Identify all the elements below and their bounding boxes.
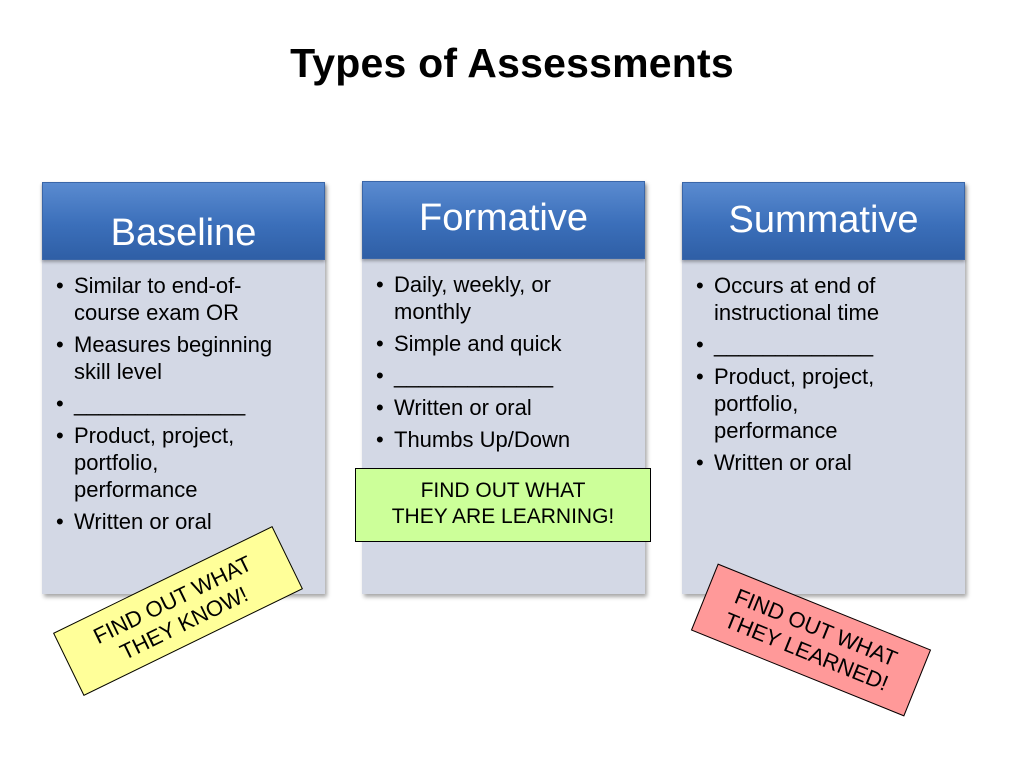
summative-header-label: Summative bbox=[728, 199, 919, 241]
bullet-icon: • bbox=[376, 331, 384, 356]
bullet-icon: • bbox=[376, 363, 384, 388]
formative-header: Formative bbox=[362, 181, 645, 259]
bullet-icon: • bbox=[696, 332, 704, 357]
list-item: •_____________ bbox=[376, 363, 554, 388]
bullet-icon: • bbox=[696, 450, 704, 475]
formative-header-label: Formative bbox=[419, 197, 588, 239]
bullet-icon: • bbox=[376, 272, 384, 297]
bullet-icon: • bbox=[696, 273, 704, 298]
bullet-icon: • bbox=[56, 273, 64, 298]
summative-list: •Occurs at end of instructional time •__… bbox=[696, 272, 957, 481]
baseline-header-label: Baseline bbox=[110, 212, 257, 254]
list-item: •_____________ bbox=[696, 332, 874, 357]
list-item: •Thumbs Up/Down bbox=[376, 427, 571, 452]
list-item: •Written or oral bbox=[376, 395, 532, 420]
list-item: •Written or oral bbox=[696, 450, 852, 475]
bullet-icon: • bbox=[696, 364, 704, 389]
summative-column: Summative •Occurs at end of instructiona… bbox=[682, 182, 965, 594]
formative-callout-line2: THEY ARE LEARNING! bbox=[391, 505, 615, 528]
baseline-list: •Similar to end-of-course exam OR •Measu… bbox=[56, 272, 317, 540]
formative-callout-line1: FIND OUT WHAT bbox=[420, 479, 586, 502]
list-item: •Occurs at end of instructional time bbox=[696, 273, 880, 325]
list-item: •Measures beginning skill level bbox=[56, 332, 273, 384]
list-item: •Simple and quick bbox=[376, 331, 562, 356]
bullet-icon: • bbox=[56, 423, 64, 448]
list-item: •Daily, weekly, or monthly bbox=[376, 272, 551, 324]
formative-callout: FIND OUT WHAT THEY ARE LEARNING! bbox=[355, 468, 651, 542]
list-item: •______________ bbox=[56, 391, 246, 416]
list-item: •Written or oral bbox=[56, 509, 212, 534]
bullet-icon: • bbox=[56, 509, 64, 534]
summative-header: Summative bbox=[682, 182, 965, 260]
list-item: •Product, project, portfolio, performanc… bbox=[56, 423, 235, 502]
baseline-header: Baseline bbox=[42, 182, 325, 260]
slide-title: Types of Assessments bbox=[290, 40, 734, 86]
list-item: •Product, project, portfolio, performanc… bbox=[696, 364, 875, 443]
formative-list: •Daily, weekly, or monthly •Simple and q… bbox=[376, 271, 637, 458]
list-item: •Similar to end-of-course exam OR bbox=[56, 273, 242, 325]
bullet-icon: • bbox=[376, 427, 384, 452]
bullet-icon: • bbox=[56, 391, 64, 416]
bullet-icon: • bbox=[56, 332, 64, 357]
bullet-icon: • bbox=[376, 395, 384, 420]
baseline-column: Baseline •Similar to end-of-course exam … bbox=[42, 182, 325, 594]
